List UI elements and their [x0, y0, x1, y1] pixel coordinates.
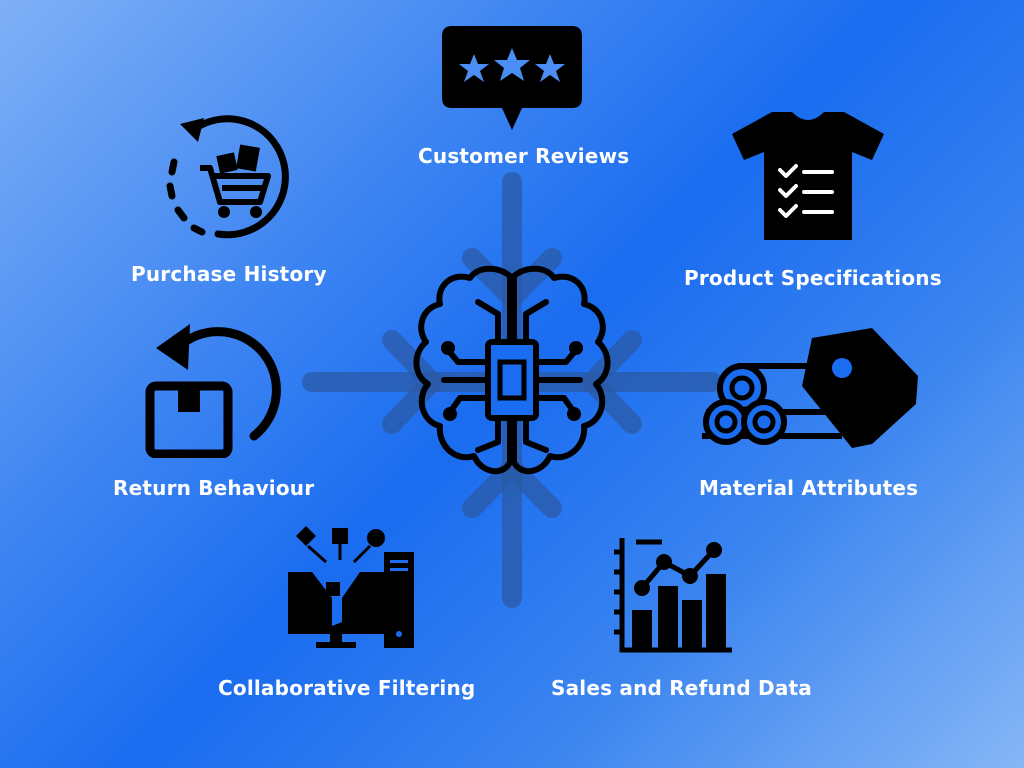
brain-chip-icon — [413, 265, 611, 474]
node-label-material-attributes: Material Attributes — [699, 476, 919, 500]
fabric-tag-icon — [702, 328, 918, 448]
node-label-return-behaviour: Return Behaviour — [113, 476, 315, 500]
review-stars-icon — [442, 26, 582, 130]
node-label-product-specifications: Product Specifications — [684, 266, 942, 290]
tshirt-checklist-icon — [732, 112, 884, 240]
filter-computer-icon — [288, 526, 414, 648]
node-label-purchase-history: Purchase History — [131, 262, 327, 286]
node-label-sales-and-refund-data: Sales and Refund Data — [551, 676, 812, 700]
node-label-customer-reviews: Customer Reviews — [418, 144, 630, 168]
node-label-collaborative-filtering: Collaborative Filtering — [218, 676, 476, 700]
bar-line-chart-icon — [614, 538, 732, 653]
cart-history-icon — [166, 115, 289, 239]
box-return-icon — [145, 324, 281, 458]
